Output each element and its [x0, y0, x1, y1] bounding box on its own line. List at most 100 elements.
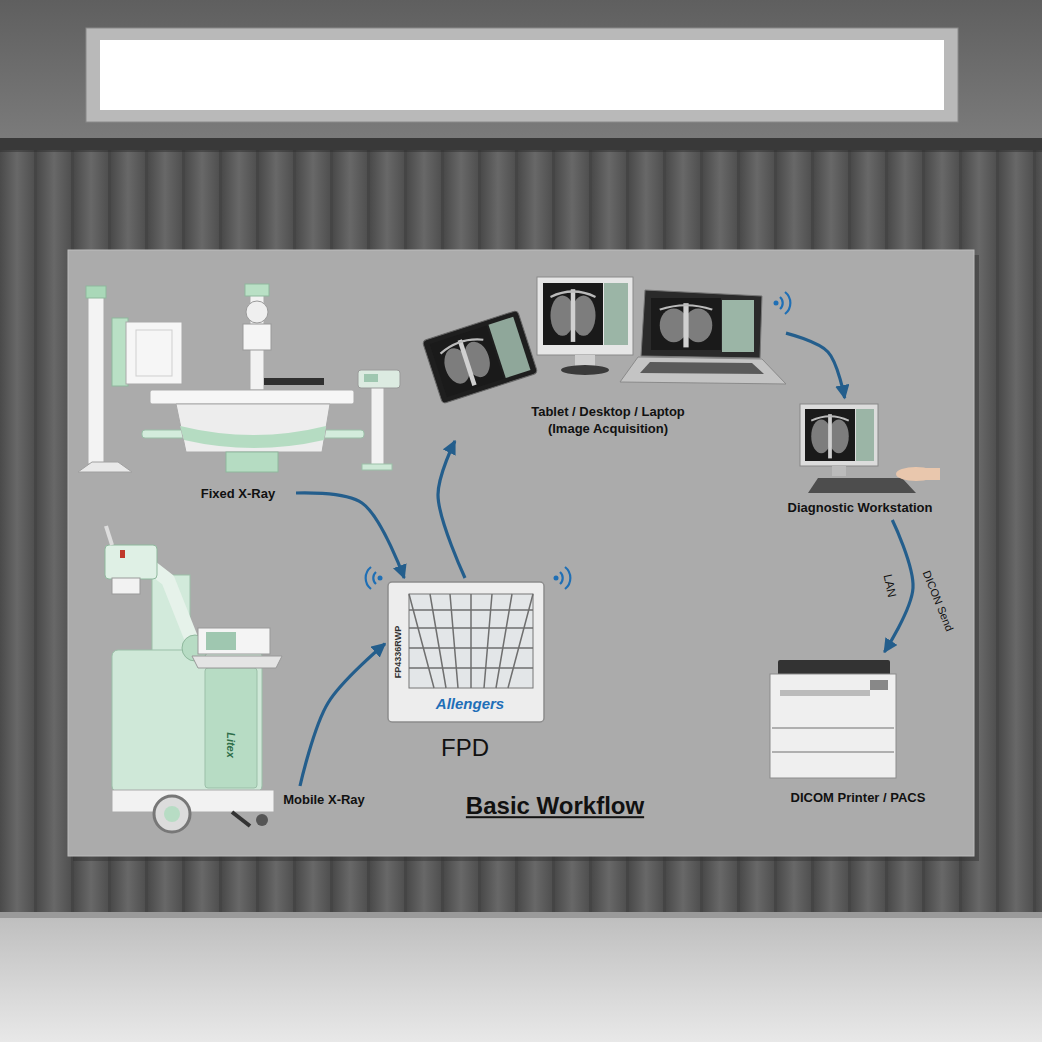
printer-illustration — [770, 660, 896, 778]
ceiling — [0, 0, 1042, 140]
workflow-arrow — [296, 493, 404, 578]
workstation-illustration — [856, 409, 874, 461]
fixed-xray-illustration — [176, 404, 330, 452]
wall-panel — [0, 150, 34, 912]
fixed-xray-illustration — [246, 301, 268, 323]
flat-panel-detector — [409, 594, 533, 688]
workstation-illustration — [832, 466, 846, 476]
wifi-symbol — [554, 576, 559, 581]
board — [68, 250, 974, 856]
wall-panel — [1036, 150, 1042, 912]
mobile-xray-illustration — [150, 566, 195, 648]
laptop-illustration — [640, 362, 764, 374]
device-node: Mobile X-Ray — [264, 786, 384, 812]
diagram-title: Basic Workflow — [466, 792, 644, 820]
workstation-illustration — [800, 404, 878, 466]
device-node: Tablet / Desktop / Laptop (Image Acquisi… — [430, 275, 786, 441]
mobile-xray-illustration — [120, 550, 125, 558]
wifi-symbol — [780, 292, 790, 314]
wifi-symbol — [378, 576, 383, 581]
desktop-illustration — [604, 283, 628, 345]
node-caption: FPD — [441, 732, 489, 763]
fixed-xray-illustration — [136, 330, 172, 376]
device-label: FP4336RWP — [393, 626, 403, 678]
fixed-xray-illustration — [126, 322, 182, 384]
fixed-xray-illustration — [264, 378, 324, 385]
floor — [0, 912, 1042, 918]
device-node: Fixed X-Ray — [180, 480, 296, 506]
wall — [0, 138, 1042, 916]
mobile-xray-illustration — [154, 796, 190, 832]
floor — [0, 912, 1042, 1042]
wifi-symbol — [560, 567, 570, 589]
desktop-illustration — [537, 277, 633, 375]
fixed-xray-illustration — [245, 284, 269, 296]
workstation-illustration — [805, 409, 855, 461]
fixed-xray-illustration — [226, 452, 278, 472]
workflow-arrow — [300, 644, 385, 786]
fixed-xray-illustration — [371, 386, 384, 466]
device-node: FPD — [385, 578, 545, 766]
workflow-arrow — [786, 333, 845, 398]
mobile-xray-illustration — [106, 526, 112, 545]
ceiling — [100, 40, 944, 110]
laptop-illustration — [722, 300, 754, 352]
mobile-xray-illustration — [112, 650, 262, 792]
node-caption: DICOM Printer / PACS — [791, 790, 926, 807]
workstation-illustration — [924, 468, 940, 480]
fixed-xray-illustration — [180, 426, 326, 448]
laptop-illustration — [641, 290, 762, 358]
ceiling — [0, 0, 1042, 140]
printer-illustration — [770, 674, 896, 778]
fixed-xray-illustration — [86, 286, 106, 298]
fixed-xray-illustration — [150, 390, 354, 404]
ceiling — [86, 28, 958, 122]
device-node: DICOM Printer / PACS — [770, 652, 946, 810]
fixed-xray-illustration — [362, 464, 392, 470]
mobile-xray-illustration — [256, 814, 268, 826]
fixed-xray-illustration — [243, 324, 271, 350]
tablet-illustration — [422, 310, 538, 404]
device-label: Litex — [225, 732, 238, 758]
tablet-illustration — [422, 310, 538, 404]
node-caption: Mobile X-Ray — [283, 792, 365, 809]
desktop-illustration — [543, 283, 603, 345]
fixed-xray-illustration — [358, 370, 400, 388]
tablet-illustration — [488, 317, 530, 378]
mobile-xray-illustration — [206, 632, 236, 650]
fixed-xray-illustration — [364, 374, 378, 382]
flat-panel-detector — [409, 594, 533, 688]
desktop-illustration — [537, 277, 633, 355]
node-caption: Diagnostic Workstation — [788, 500, 933, 517]
workstation-illustration — [808, 478, 916, 493]
device-label: Allengers — [436, 695, 504, 712]
mobile-xray-illustration — [205, 668, 257, 788]
fixed-xray-illustration — [88, 292, 104, 464]
mobile-xray-illustration — [232, 812, 250, 826]
mobile-xray-illustration — [192, 656, 282, 668]
flat-panel-detector — [388, 582, 544, 722]
mobile-xray-illustration — [164, 806, 180, 822]
flat-panel-detector — [388, 582, 544, 722]
wall — [0, 138, 1042, 916]
wall-panel — [37, 150, 71, 912]
node-caption: Fixed X-Ray — [201, 486, 275, 503]
mobile-xray-illustration — [105, 526, 282, 832]
device-node: Diagnostic Workstation — [775, 398, 945, 520]
workstation-illustration — [800, 404, 940, 493]
mobile-xray-illustration — [112, 578, 140, 594]
laptop-illustration — [651, 298, 721, 350]
laptop-illustration — [620, 357, 786, 384]
fixed-xray-illustration — [78, 462, 132, 472]
mobile-xray-illustration — [112, 790, 274, 812]
mobile-xray-illustration — [105, 545, 157, 579]
printer-illustration — [870, 680, 888, 690]
wall-panel — [999, 150, 1033, 912]
floor — [0, 912, 1042, 1042]
wall-shadow — [0, 138, 1042, 152]
wifi-symbol — [366, 567, 376, 589]
board — [68, 250, 979, 861]
